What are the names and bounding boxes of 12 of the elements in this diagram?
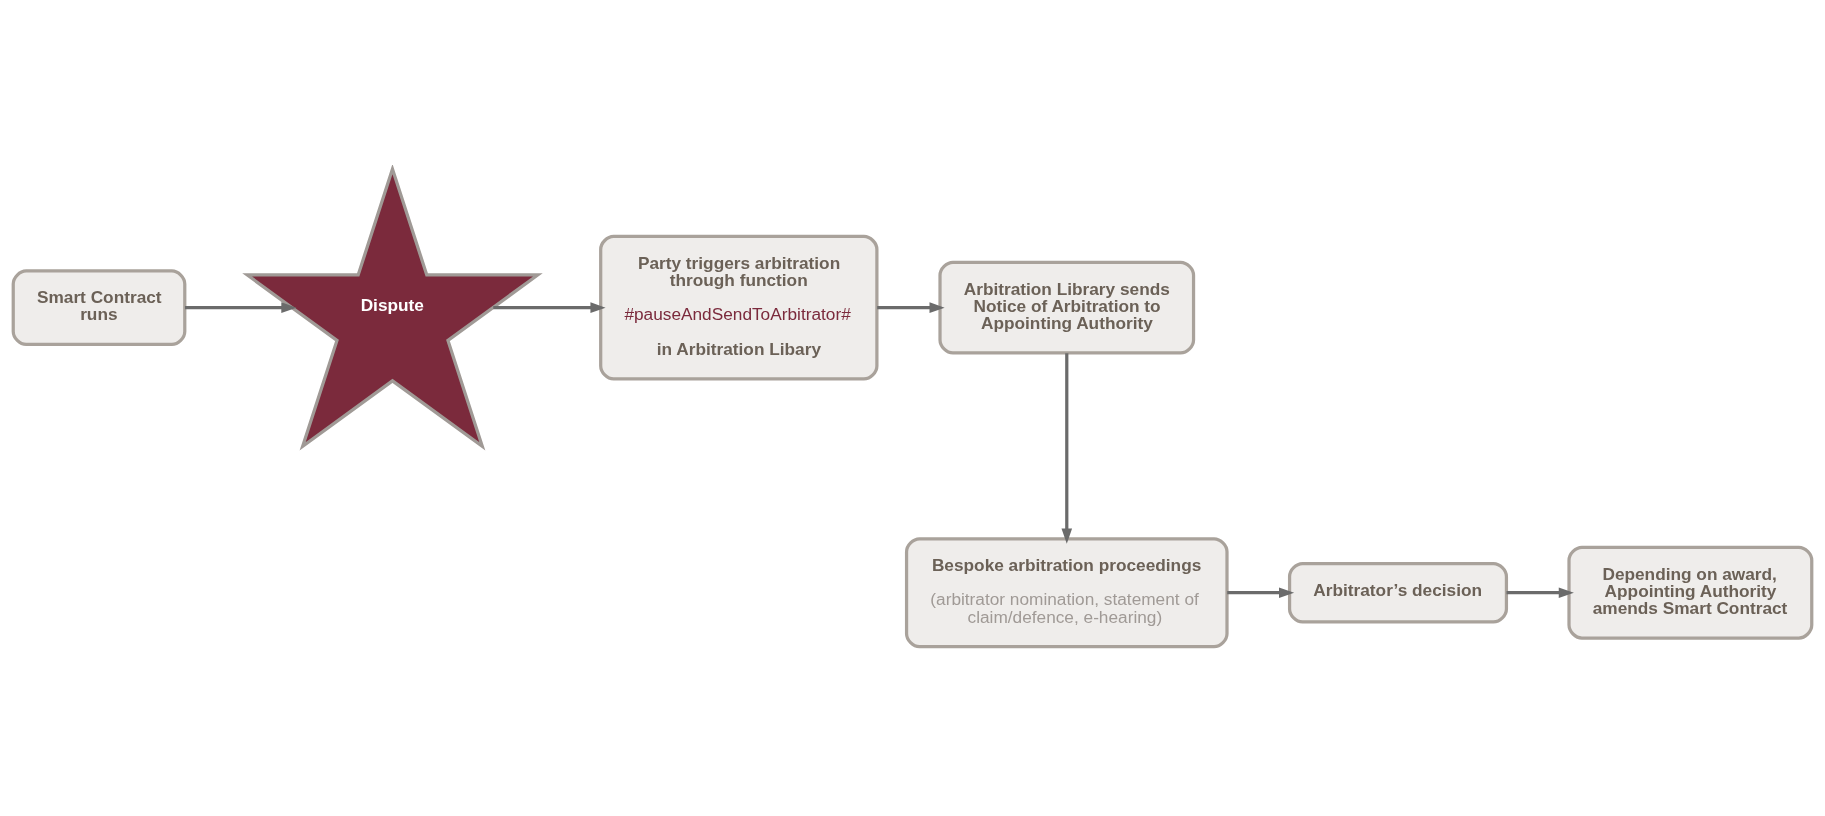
node-box: Smart Contract runs xyxy=(11,269,187,346)
node-box: Party triggers arbitration through function #pauseAndSendToArbitrator# in Arbitration Libary xyxy=(599,234,879,381)
node-box: Arbitration Library sends Notice of Arbitration to Appointing Authority xyxy=(938,260,1196,355)
arrow xyxy=(877,302,945,313)
arrow xyxy=(493,302,606,313)
node-box: Depending on award, Appointing Authority amends Smart Contract xyxy=(1567,545,1814,640)
node-box: Arbitrator’s decision xyxy=(1287,562,1509,624)
arrow xyxy=(1227,587,1295,599)
node-box: Bespoke arbitration proceedings (arbitrator nomination, statement of claim/defence, e-hearing) xyxy=(904,537,1229,649)
arrow xyxy=(1506,587,1574,599)
arrow xyxy=(1061,353,1073,544)
arrow xyxy=(185,302,297,313)
